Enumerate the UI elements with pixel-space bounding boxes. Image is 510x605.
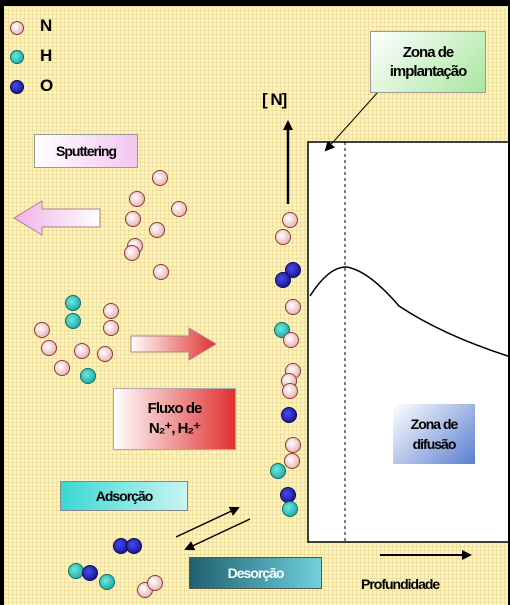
nitrogen-atom xyxy=(125,211,141,227)
profundidade-label: Profundidade xyxy=(361,576,440,592)
nitrogen-atom xyxy=(152,170,168,186)
oxygen-atom xyxy=(280,487,296,503)
nitrogen-atom xyxy=(97,346,113,362)
adsorption-arrow xyxy=(175,506,240,538)
flux-arrow xyxy=(130,327,217,361)
zona-implantacao-box: Zona de implantação xyxy=(370,31,486,93)
legend-oxygen-icon xyxy=(10,80,24,94)
nitrogen-atom xyxy=(129,191,145,207)
legend-hydrogen-icon xyxy=(10,50,24,64)
fluxo-line2: N₂⁺, H₂⁺ xyxy=(148,420,201,437)
oxygen-atom xyxy=(281,407,297,423)
nitrogen-atom xyxy=(171,201,187,217)
sputtering-label: Sputtering xyxy=(34,134,138,168)
hydrogen-atom xyxy=(65,295,81,311)
nitrogen-atom xyxy=(41,340,57,356)
hydrogen-atom xyxy=(274,322,290,338)
nitrogen-atom xyxy=(124,245,140,261)
oxygen-atom xyxy=(275,272,291,288)
legend-label-o: O xyxy=(40,76,53,95)
nitrogen-atom xyxy=(285,437,301,453)
hydrogen-atom xyxy=(99,574,115,590)
nitrogen-atom xyxy=(149,222,165,238)
atoms-group xyxy=(34,170,301,598)
n-axis-label: [ N] xyxy=(262,90,287,109)
nitrogen-atom xyxy=(103,303,119,319)
nitrogen-atom xyxy=(275,229,291,245)
nitrogen-atom xyxy=(103,320,119,336)
oxygen-atom xyxy=(82,565,98,581)
nitrogen-atom xyxy=(282,212,298,228)
sputtering-arrow xyxy=(13,200,101,236)
hydrogen-atom xyxy=(270,463,286,479)
nitrogen-atom xyxy=(54,360,70,376)
concentration-profile-curve xyxy=(309,266,508,357)
diagram-graphics xyxy=(10,21,508,598)
desorcao-label: Desorção xyxy=(189,557,322,589)
substrate-region xyxy=(307,141,508,543)
nitrogen-atom xyxy=(283,332,299,348)
nitrogen-atom xyxy=(282,383,298,399)
desorption-arrow xyxy=(184,518,251,551)
nitrogen-atom xyxy=(34,322,50,338)
nitrogen-atom xyxy=(74,343,90,359)
oxygen-atom xyxy=(285,262,301,278)
nitrogen-atom xyxy=(153,264,169,280)
legend-label-h: H xyxy=(40,46,52,65)
nitrogen-atom xyxy=(285,299,301,315)
fluxo-box: Fluxo de N₂⁺, H₂⁺ xyxy=(113,388,236,450)
hydrogen-atom xyxy=(80,368,96,384)
zona-difusao-box: Zona de difusão xyxy=(393,404,475,464)
fluxo-line1: Fluxo de xyxy=(147,400,203,417)
oxygen-atom xyxy=(126,538,142,554)
nitrogen-atom xyxy=(284,453,300,469)
hydrogen-atom xyxy=(282,501,298,517)
hydrogen-atom xyxy=(65,313,81,329)
adsorcao-label: Adsorção xyxy=(60,481,188,511)
implantation-pointer-arrow xyxy=(324,91,379,152)
nitrogen-atom xyxy=(147,575,163,591)
legend-label-n: N xyxy=(40,16,52,35)
hydrogen-atom xyxy=(68,563,84,579)
legend-nitrogen-icon xyxy=(10,21,24,35)
